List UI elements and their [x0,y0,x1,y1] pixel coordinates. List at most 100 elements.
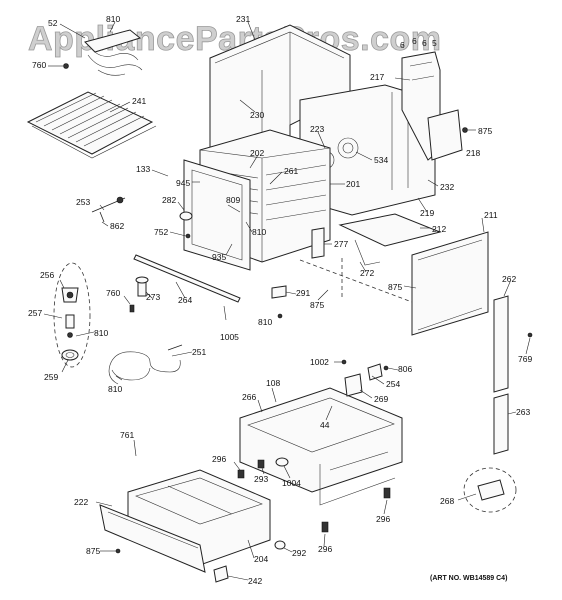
oven-rack-241[interactable] [26,91,157,159]
label-256: 256 [40,270,54,280]
bracket-254[interactable] [367,363,383,381]
bake-element-251[interactable] [108,344,183,385]
label-273: 273 [146,292,160,302]
label-211: 211 [484,210,498,220]
label-875a: 875 [478,126,492,136]
screw-752 [185,233,191,239]
label-52: 52 [48,18,58,28]
trim-strip-263[interactable] [493,393,509,455]
screw-296a [237,469,245,479]
label-293: 293 [254,474,268,484]
label-810e: 810 [108,384,122,394]
label-875b: 875 [310,300,324,310]
side-panel-211[interactable] [411,231,489,336]
label-266: 266 [242,392,256,402]
label-810c: 810 [94,328,108,338]
bracket-272[interactable] [354,239,381,266]
label-230: 230 [250,110,264,120]
label-263: 263 [516,407,530,417]
label-261: 261 [284,166,298,176]
label-296b: 296 [376,514,390,524]
drawer-frame-266[interactable] [239,387,403,506]
label-241: 241 [132,96,146,106]
socket-base-259[interactable] [61,349,79,361]
screw-1002 [341,359,347,365]
clip-291[interactable] [271,285,287,299]
label-254: 254 [386,379,400,389]
label-269: 269 [374,394,388,404]
label-534: 534 [374,155,388,165]
bracket-269[interactable] [344,373,363,397]
label-268: 268 [440,496,454,506]
screw-760b [129,304,135,313]
label-6b: 6 [412,36,417,46]
roller-292[interactable] [274,540,286,550]
label-282: 282 [162,195,176,205]
label-292: 292 [292,548,306,558]
clip-group-outline [463,467,517,513]
drawer-front-222[interactable] [99,504,206,573]
label-810b: 810 [252,227,266,237]
trim-strip-262[interactable] [493,295,509,393]
knob-282[interactable] [179,211,193,221]
label-201: 201 [346,179,360,189]
label-1002: 1002 [310,357,329,367]
label-945: 945 [176,178,190,188]
socket-256[interactable] [61,287,79,303]
label-1005: 1005 [220,332,239,342]
broil-element-52[interactable] [84,29,143,76]
sensor-253[interactable] [91,196,126,223]
label-5: 5 [432,38,437,48]
label-231: 231 [236,14,250,24]
label-862: 862 [110,221,124,231]
label-44: 44 [320,420,330,430]
label-259: 259 [44,372,58,382]
label-810d: 810 [258,317,272,327]
bottom-panel-212[interactable] [338,213,442,247]
roller-1004[interactable] [275,457,289,467]
vent-218[interactable] [427,109,463,161]
label-217: 217 [370,72,384,82]
label-262: 262 [502,274,516,284]
label-242: 242 [248,576,262,586]
label-875c: 875 [388,282,402,292]
label-296c: 296 [318,544,332,554]
clip-268[interactable] [477,479,505,501]
label-232: 232 [440,182,454,192]
art-number: (ART NO. WB14589 C4) [430,575,507,582]
label-222: 222 [74,497,88,507]
socket-257[interactable] [65,314,75,338]
label-264: 264 [178,295,192,305]
trim-strip-264[interactable] [133,254,241,303]
label-6a: 6 [400,40,405,50]
label-6c: 6 [422,38,427,48]
label-272: 272 [360,268,374,278]
label-212: 212 [432,224,446,234]
screw-296c [321,521,329,533]
label-277: 277 [334,239,348,249]
label-219: 219 [420,208,434,218]
label-761: 761 [120,430,134,440]
label-935: 935 [212,252,226,262]
label-218: 218 [466,148,480,158]
label-752: 752 [154,227,168,237]
screw-875a [462,127,468,133]
screw-806 [383,365,389,371]
label-769: 769 [518,354,532,364]
bracket-273[interactable] [135,276,149,297]
screw-810c [277,313,283,319]
label-1004: 1004 [282,478,301,488]
label-760b: 760 [106,288,120,298]
label-251: 251 [192,347,206,357]
label-760a: 760 [32,60,46,70]
label-296a: 296 [212,454,226,464]
label-257: 257 [28,308,42,318]
screw-293 [257,459,265,469]
slide-242[interactable] [213,565,229,583]
screw-875d [115,548,121,554]
label-875d: 875 [86,546,100,556]
screw-760a [63,63,69,69]
bracket-277[interactable] [311,227,325,259]
socket-group-outline [53,262,91,368]
